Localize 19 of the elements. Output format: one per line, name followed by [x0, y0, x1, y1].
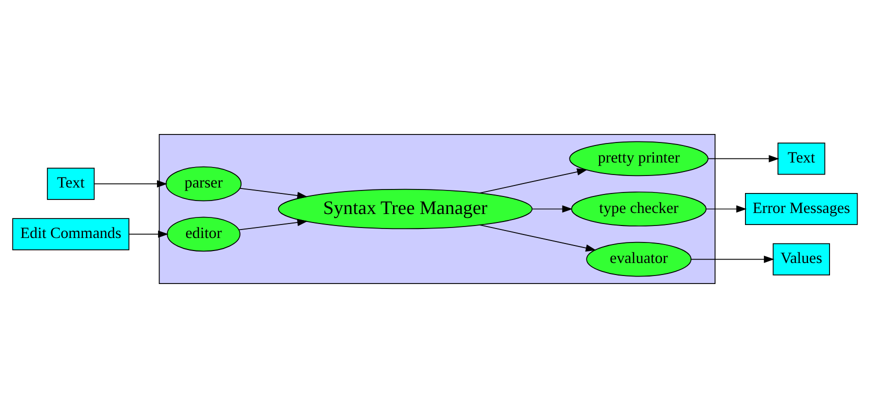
arrow	[708, 154, 780, 162]
arrow	[479, 224, 596, 252]
node-ellipse: Syntax Tree Manager	[278, 188, 533, 229]
arrow	[238, 218, 308, 230]
node-box: Text	[778, 142, 826, 174]
node-box: Edit Commands	[12, 218, 130, 250]
arrow	[706, 204, 747, 212]
node-box: Values	[772, 242, 830, 275]
node-ellipse: type checker	[571, 191, 707, 226]
arrow	[690, 255, 774, 262]
node-box: Text	[46, 167, 95, 200]
arrow	[128, 230, 168, 238]
arrow	[94, 180, 168, 187]
arrow	[532, 204, 573, 212]
arrow	[479, 168, 588, 193]
node-ellipse: parser	[166, 166, 242, 201]
arrow	[239, 187, 308, 199]
node-ellipse: editor	[166, 216, 240, 252]
node-box: Error Messages	[745, 192, 858, 225]
